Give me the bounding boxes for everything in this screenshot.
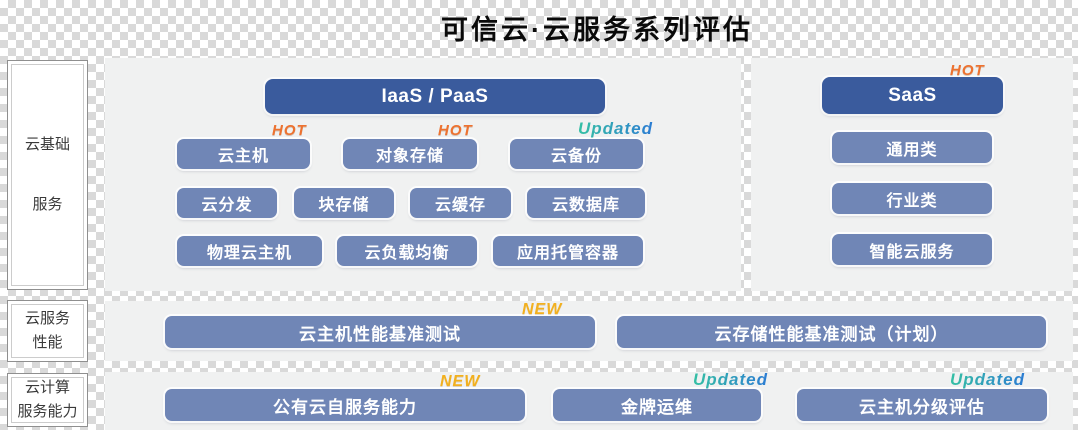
iaas-paas-header: IaaS / PaaS (265, 79, 605, 114)
saas-hot-badge: HOT (950, 62, 985, 79)
cloud-database-button: 云数据库 (527, 188, 645, 218)
cloud-cache-button: 云缓存 (410, 188, 511, 218)
object-storage-hot-badge: HOT (438, 122, 473, 139)
industry-category-button: 行业类 (832, 183, 992, 214)
cloud-distribution-button: 云分发 (177, 188, 277, 218)
page-title: 可信云·云服务系列评估 (441, 15, 753, 45)
sidebar-label-line: 服务 (32, 196, 63, 213)
cloud-host-benchmark-new-badge: NEW (522, 301, 563, 318)
sidebar-label-line: 服务能力 (17, 403, 78, 420)
sidebar-label-line: 云服务 (24, 310, 70, 327)
cloud-host-grading-button: 云主机分级评估 (797, 389, 1047, 421)
general-category-button: 通用类 (832, 132, 992, 163)
public-cloud-self-service-new-badge: NEW (440, 373, 481, 390)
block-storage-button: 块存储 (294, 188, 394, 218)
gold-ops-button: 金牌运维 (553, 389, 761, 421)
app-hosting-container-button: 应用托管容器 (493, 236, 643, 266)
cloud-host-button: 云主机 (177, 139, 310, 169)
intelligent-cloud-service-button: 智能云服务 (832, 234, 992, 265)
cloud-host-benchmark-button: 云主机性能基准测试 (165, 316, 595, 348)
saas-header: SaaS (822, 77, 1003, 114)
object-storage-button: 对象存储 (343, 139, 477, 169)
cloud-host-hot-badge: HOT (272, 122, 307, 139)
sidebar-item-cloud-infrastructure: 云基础 服务 (7, 60, 88, 290)
cloud-host-grading-updated-badge: Updated (950, 370, 1025, 389)
sidebar-label-line: 云基础 (24, 136, 70, 153)
sidebar-item-cloud-performance: 云服务 性能 (7, 300, 88, 362)
cloud-backup-button: 云备份 (510, 139, 643, 169)
cloud-storage-benchmark-button: 云存储性能基准测试（计划） (617, 316, 1046, 348)
cloud-backup-updated-badge: Updated (578, 119, 653, 138)
sidebar-item-cloud-capability: 云计算 服务能力 (7, 373, 88, 427)
sidebar-label-line: 性能 (32, 334, 63, 351)
gold-ops-updated-badge: Updated (693, 370, 768, 389)
public-cloud-self-service-button: 公有云自服务能力 (165, 389, 525, 421)
sidebar-label-line: 云计算 (24, 379, 70, 396)
physical-cloud-host-button: 物理云主机 (177, 236, 322, 266)
cloud-load-balancer-button: 云负载均衡 (337, 236, 477, 266)
